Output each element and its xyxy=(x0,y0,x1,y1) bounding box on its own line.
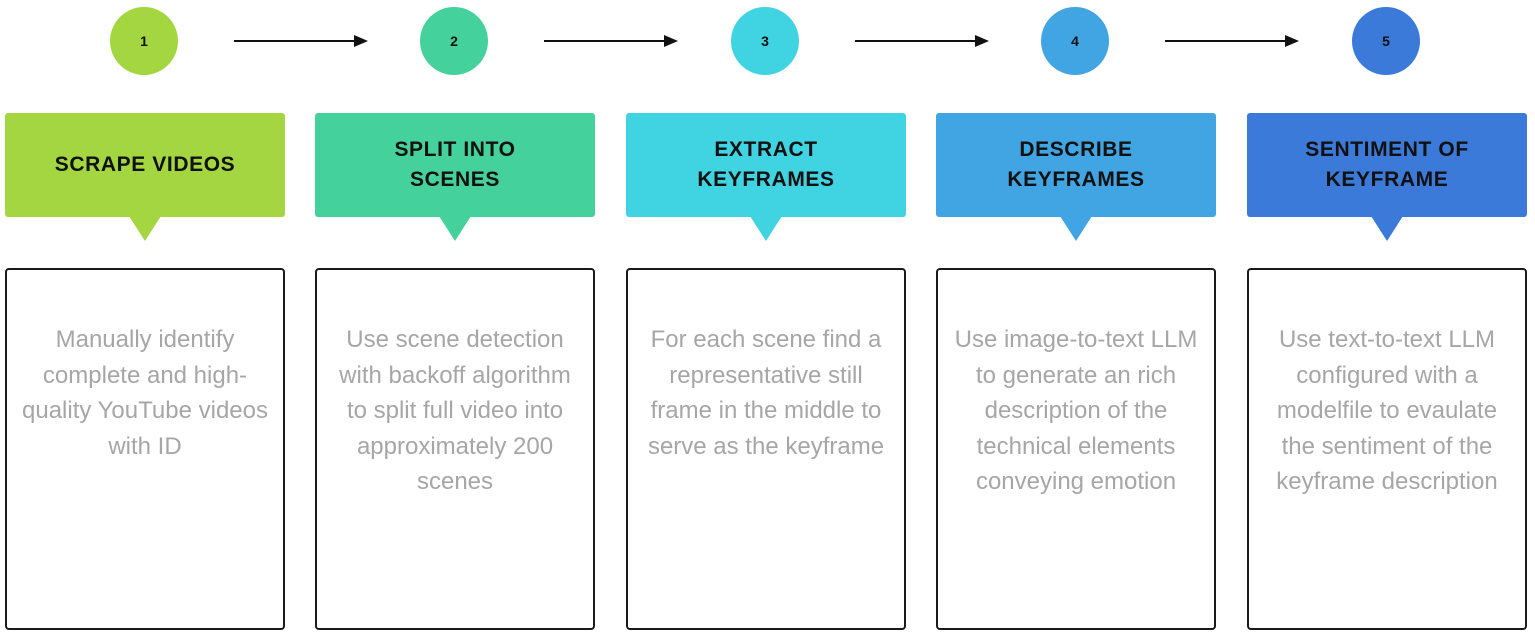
pipeline-step-5: 5 SENTIMENT OF KEYFRAME Use text-to-text… xyxy=(1247,0,1527,634)
step-title-banner: EXTRACT KEYFRAMES xyxy=(626,113,906,217)
arrow-right-icon xyxy=(1165,35,1299,47)
step-description-card: Manually identify complete and high-qual… xyxy=(5,268,285,630)
step-description: Use text-to-text LLM configured with a m… xyxy=(1276,326,1498,495)
step-description-card: For each scene find a representative sti… xyxy=(626,268,906,630)
step-number-badge: 1 xyxy=(110,7,178,75)
banner-pointer-triangle xyxy=(1060,216,1092,241)
step-title: SCRAPE VIDEOS xyxy=(54,153,236,176)
arrow-right-icon xyxy=(234,35,368,47)
step-number-badge: 5 xyxy=(1352,7,1420,75)
pipeline-step-3: 3 EXTRACT KEYFRAMES For each scene find … xyxy=(626,0,906,634)
pipeline-step-4: 4 DESCRIBE KEYFRAMES Use image-to-text L… xyxy=(936,0,1216,634)
step-title: EXTRACT KEYFRAMES xyxy=(697,138,835,191)
step-number-badge: 4 xyxy=(1041,7,1109,75)
step-description: Use image-to-text LLM to generate an ric… xyxy=(954,326,1198,495)
banner-pointer-triangle xyxy=(1371,216,1403,241)
banner-pointer-triangle xyxy=(750,216,782,241)
step-title-banner: SPLIT INTO SCENES xyxy=(315,113,595,217)
step-description-card: Use scene detection with backoff algorit… xyxy=(315,268,595,630)
step-description-card: Use image-to-text LLM to generate an ric… xyxy=(936,268,1216,630)
arrow-right-icon xyxy=(544,35,678,47)
step-title-banner: SCRAPE VIDEOS xyxy=(5,113,285,217)
step-description: Use scene detection with backoff algorit… xyxy=(339,326,571,495)
step-title-banner: DESCRIBE KEYFRAMES xyxy=(936,113,1216,217)
step-description: Manually identify complete and high-qual… xyxy=(22,326,268,460)
step-description-card: Use text-to-text LLM configured with a m… xyxy=(1247,268,1527,630)
step-description: For each scene find a representative sti… xyxy=(647,326,885,460)
banner-pointer-triangle xyxy=(129,216,161,241)
banner-pointer-triangle xyxy=(439,216,471,241)
step-number-badge: 2 xyxy=(420,7,488,75)
step-title: DESCRIBE KEYFRAMES xyxy=(1007,138,1145,191)
step-number-badge: 3 xyxy=(731,7,799,75)
step-title: SPLIT INTO SCENES xyxy=(394,138,516,191)
pipeline-step-1: 1 SCRAPE VIDEOS Manually identify comple… xyxy=(5,0,285,634)
arrow-right-icon xyxy=(855,35,989,47)
step-title: SENTIMENT OF KEYFRAME xyxy=(1305,138,1469,191)
step-title-banner: SENTIMENT OF KEYFRAME xyxy=(1247,113,1527,217)
pipeline-step-2: 2 SPLIT INTO SCENES Use scene detection … xyxy=(315,0,595,634)
